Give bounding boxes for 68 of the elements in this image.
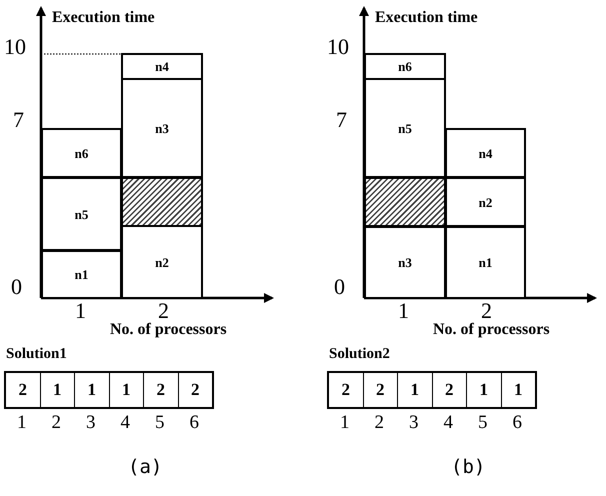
index-label: 2 [52, 413, 61, 432]
table-cell-text: 1 [513, 379, 524, 401]
idle-block [121, 177, 203, 227]
task-block [364, 226, 446, 299]
tick-label: 10 [327, 36, 349, 58]
index-label: 6 [512, 413, 522, 432]
index-label: 5 [478, 413, 488, 432]
index-label: 6 [190, 413, 199, 432]
table-cell: 1 [467, 373, 502, 407]
task-block [445, 177, 526, 227]
task-block [364, 53, 446, 80]
table-cell: 2 [432, 373, 467, 407]
table-cell: 2 [144, 373, 178, 407]
task-label: n5 [398, 122, 412, 134]
axis-title: No. of processors [433, 322, 550, 338]
tick-label: 2 [481, 300, 492, 322]
task-label: n1 [478, 256, 492, 269]
tick-label: 1 [398, 300, 409, 322]
task-block [41, 250, 122, 299]
task-label: n4 [478, 146, 492, 160]
axis-title: No. of processors [110, 322, 227, 338]
table-cell: 2 [329, 373, 364, 407]
index-label: 4 [444, 413, 453, 432]
idle-block [364, 177, 446, 227]
tick-label: 7 [336, 109, 347, 131]
index-label: 3 [409, 413, 418, 432]
index-label: 1 [340, 413, 350, 432]
table-cell: 2 [6, 373, 40, 407]
task-label: n2 [155, 256, 169, 268]
task-block [41, 177, 122, 251]
tick-label: 10 [4, 36, 26, 58]
tick-label: 7 [13, 109, 24, 131]
index-label: 4 [120, 413, 130, 432]
tick-label: 1 [75, 300, 86, 322]
tick-label: 0 [11, 276, 22, 298]
task-block [121, 53, 203, 80]
panel-caption: (a) [128, 458, 162, 477]
index-label: 5 [155, 413, 164, 432]
task-label: n6 [398, 60, 412, 73]
table-title: Solution2 [329, 347, 390, 362]
index-label: 2 [374, 413, 384, 432]
task-block [121, 78, 203, 178]
panel-caption: (b) [451, 458, 486, 477]
task-block [121, 225, 203, 299]
task-label: n2 [478, 196, 492, 208]
table-title: Solution1 [6, 347, 67, 362]
task-label: n1 [74, 268, 88, 281]
table-cell: 1 [75, 373, 110, 407]
task-block [445, 226, 526, 299]
task-label: n4 [155, 60, 169, 73]
table-cell: 1 [40, 373, 75, 407]
table-cell: 1 [110, 373, 144, 407]
task-label: n3 [398, 256, 412, 269]
table-cell: 2 [364, 373, 398, 407]
task-block [41, 128, 122, 178]
axis-title: Execution time [375, 10, 478, 26]
tick-label: 0 [334, 276, 345, 298]
task-block [364, 78, 446, 178]
table-cell-text: 2 [190, 379, 200, 401]
index-label: 3 [86, 413, 96, 432]
task-label: n6 [74, 146, 88, 160]
axis-title: Execution time [52, 10, 155, 26]
task-label: n3 [155, 122, 169, 134]
index-label: 1 [17, 413, 26, 432]
table-cell: 1 [398, 373, 432, 407]
tick-label: 2 [158, 300, 169, 322]
task-block [445, 128, 526, 178]
task-label: n5 [74, 208, 88, 220]
